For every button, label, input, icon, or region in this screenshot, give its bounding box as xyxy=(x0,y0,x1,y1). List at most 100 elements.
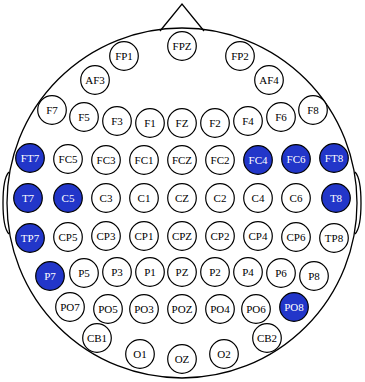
electrode-label: PO4 xyxy=(210,304,230,315)
electrode-disc xyxy=(168,222,197,251)
electrode-label: FPZ xyxy=(173,41,192,52)
electrode-label: PO6 xyxy=(246,304,266,315)
electrode-disc xyxy=(130,222,159,251)
electrode-disc xyxy=(54,145,83,174)
electrode-circle: PO5 xyxy=(93,294,123,324)
electrode-circle: CP1 xyxy=(129,221,159,251)
electrode-disc xyxy=(70,259,99,288)
electrode-label: F4 xyxy=(242,116,254,127)
electrode-label: T7 xyxy=(22,193,34,204)
electrode-circle: F3 xyxy=(102,106,132,136)
electrode-disc xyxy=(94,295,123,324)
electrode-label: F2 xyxy=(209,118,221,129)
electrode-circle: T7 xyxy=(13,183,43,213)
electrode-disc xyxy=(81,66,110,95)
electrode-disc xyxy=(244,222,273,251)
electrode-label: FC5 xyxy=(59,154,78,165)
electrode-disc xyxy=(242,295,271,324)
electrode-label: T8 xyxy=(330,193,342,204)
electrode-disc xyxy=(70,103,99,132)
electrode-disc xyxy=(206,222,235,251)
electrode-disc xyxy=(92,146,121,175)
electrode-label: PO7 xyxy=(60,302,80,313)
electrode-disc xyxy=(168,258,197,287)
electrode-disc xyxy=(92,222,121,251)
electrode-disc xyxy=(267,103,296,132)
electrode-disc xyxy=(168,32,197,61)
electrode-disc xyxy=(168,109,197,138)
electrode-disc xyxy=(130,295,159,324)
electrode-circle: FP2 xyxy=(225,41,255,71)
electrode-circle: CPZ xyxy=(167,221,197,251)
electrode-label: FP1 xyxy=(115,51,133,62)
electrode-label: FC4 xyxy=(249,155,268,166)
electrode-disc xyxy=(244,184,273,213)
electrode-disc xyxy=(56,293,85,322)
electrode-disc xyxy=(103,258,132,287)
electrode-label: OZ xyxy=(175,354,190,365)
electrode-circle: PO4 xyxy=(205,294,235,324)
electrode-circle: F7 xyxy=(37,95,67,125)
electrode-label: C4 xyxy=(252,193,265,204)
electrode-disc xyxy=(300,262,329,291)
electrode-circle: PO3 xyxy=(129,294,159,324)
electrode-circle: FPZ xyxy=(167,31,197,61)
electrode-label: C5 xyxy=(62,193,75,204)
electrode-circle: CB2 xyxy=(252,323,282,353)
electrode-disc xyxy=(38,96,67,125)
electrode-circle: PO8 xyxy=(279,292,309,322)
electrode-label: CPZ xyxy=(172,231,192,242)
electrode-circle: T8 xyxy=(321,183,351,213)
electrode-circle: CB1 xyxy=(82,323,112,353)
electrode-disc xyxy=(322,184,351,213)
electrode-disc xyxy=(282,184,311,213)
electrode-label: F1 xyxy=(144,118,156,129)
electrode-label: FP2 xyxy=(231,51,249,62)
electrode-circle: CP3 xyxy=(91,221,121,251)
electrode-circle: F6 xyxy=(266,102,296,132)
electrode-label: F3 xyxy=(111,116,123,127)
electrode-circle: P4 xyxy=(233,257,263,287)
electrode-circle: P3 xyxy=(102,257,132,287)
electrode-circle: P7 xyxy=(35,261,65,291)
electrode-label: O1 xyxy=(133,349,146,360)
electrode-circle: FC1 xyxy=(129,145,159,175)
electrode-disc xyxy=(36,262,65,291)
electrode-label: C2 xyxy=(214,193,227,204)
electrode-circle: FZ xyxy=(167,108,197,138)
electrode-circle: FC6 xyxy=(281,144,311,174)
electrode-label: PO5 xyxy=(98,304,118,315)
electrode-label: TP7 xyxy=(21,233,39,244)
electrode-circle: C5 xyxy=(53,183,83,213)
electrode-circle: C1 xyxy=(129,183,159,213)
electrode-circle: P5 xyxy=(69,258,99,288)
electrode-circle: C4 xyxy=(243,183,273,213)
electrode-label: P6 xyxy=(275,268,287,279)
electrode-disc xyxy=(299,96,328,125)
electrode-disc xyxy=(210,340,239,369)
electrode-disc xyxy=(282,145,311,174)
electrode-disc xyxy=(206,184,235,213)
electrode-label: P1 xyxy=(144,267,156,278)
electrode-label: P5 xyxy=(78,268,90,279)
electrode-disc xyxy=(280,293,309,322)
electrode-circle: F2 xyxy=(200,108,230,138)
electrode-disc xyxy=(267,259,296,288)
electrode-circle: P1 xyxy=(135,257,165,287)
electrode-disc xyxy=(83,324,112,353)
electrode-label: C3 xyxy=(100,193,113,204)
electrode-disc xyxy=(255,66,284,95)
head-circle xyxy=(7,28,357,378)
electrode-label: FC3 xyxy=(97,155,116,166)
electrode-label: CB1 xyxy=(87,333,107,344)
electrode-circle: CP6 xyxy=(281,222,311,252)
electrode-label: FC6 xyxy=(287,154,306,165)
electrode-label: F6 xyxy=(275,112,287,123)
electrode-disc xyxy=(201,258,230,287)
electrode-disc xyxy=(130,146,159,175)
electrode-disc xyxy=(226,42,255,71)
electrode-circle: FC2 xyxy=(205,145,235,175)
electrode-disc xyxy=(206,295,235,324)
electrode-circle: PO7 xyxy=(55,292,85,322)
electrode-disc xyxy=(234,107,263,136)
